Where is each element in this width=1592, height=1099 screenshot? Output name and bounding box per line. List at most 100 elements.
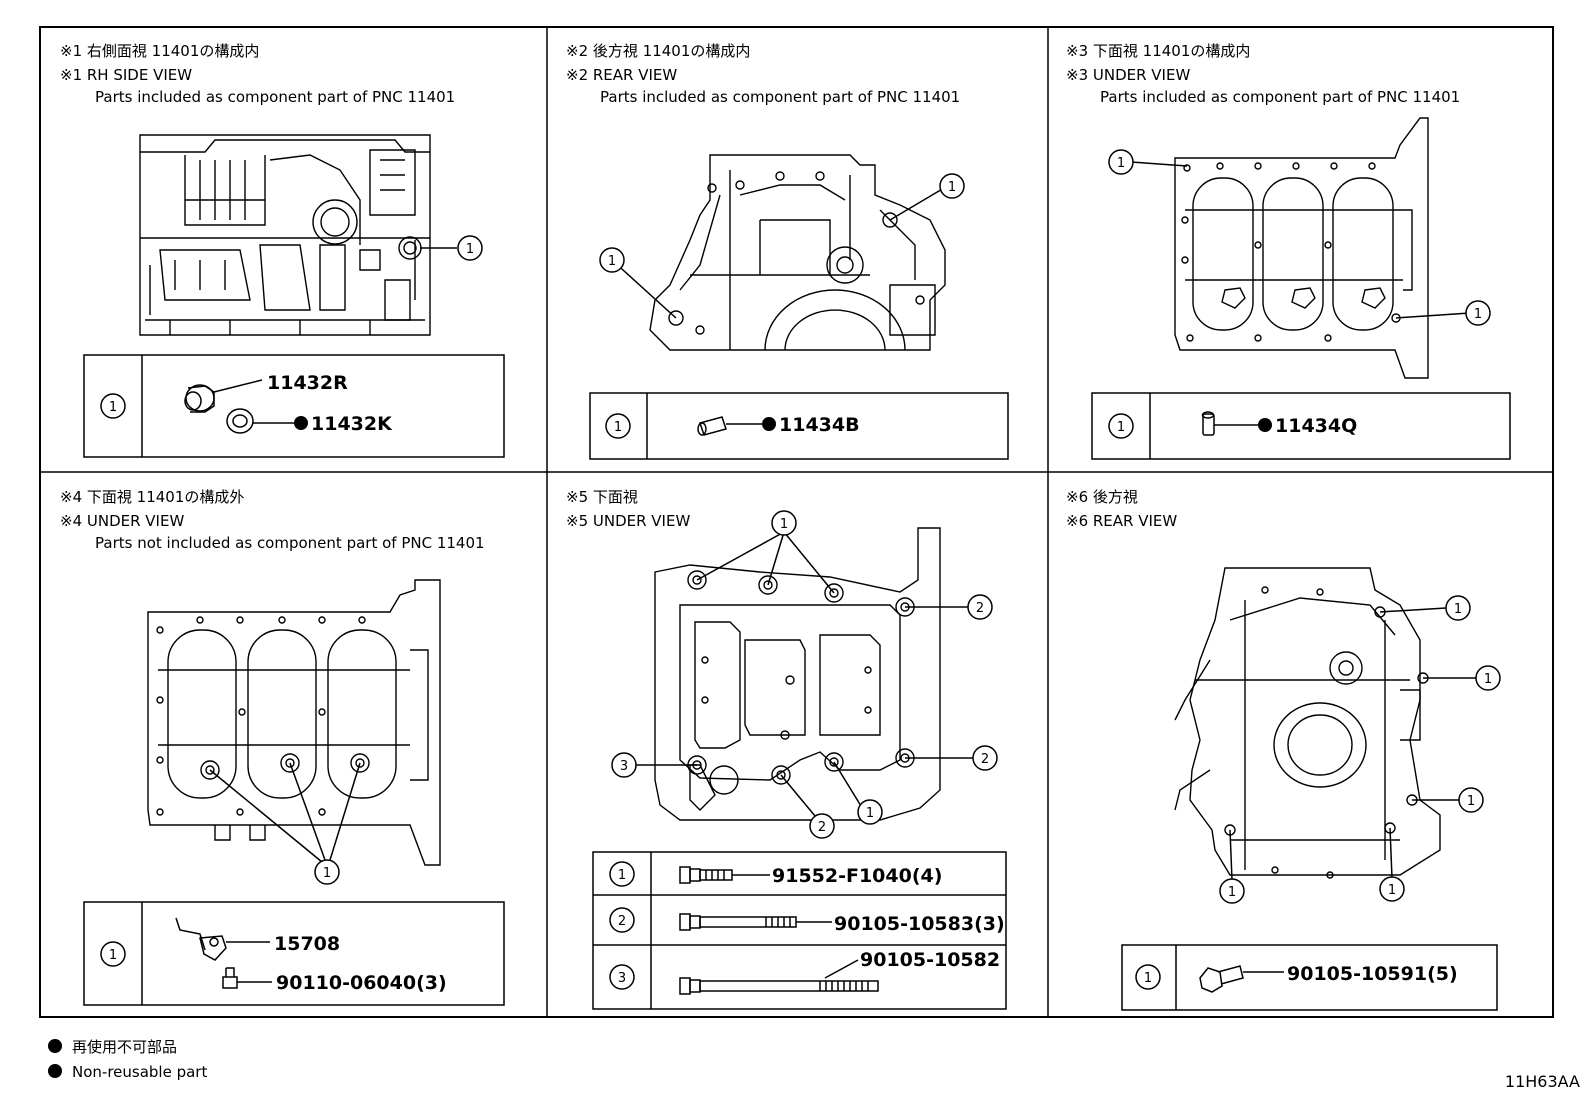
panel-4-title-en: ※4 UNDER VIEW xyxy=(60,512,184,530)
part-90110-06040: 90110-06040(3) xyxy=(276,972,447,994)
panel-6-callout-1a: 1 xyxy=(1445,595,1471,621)
legend-dot-jp xyxy=(48,1039,62,1053)
diagram-frame xyxy=(39,26,1554,1018)
legend-en: Non-reusable part xyxy=(72,1063,207,1081)
svg-text:2: 2 xyxy=(981,752,989,767)
part-11432R: 11432R xyxy=(267,372,348,394)
panel-3-table-callout: 1 xyxy=(1108,413,1134,439)
svg-text:1: 1 xyxy=(780,517,788,532)
svg-text:1: 1 xyxy=(614,420,622,435)
part-91552-F1040: 91552-F1040(4) xyxy=(772,865,942,887)
svg-text:1: 1 xyxy=(1144,971,1152,986)
legend-dot-en xyxy=(48,1064,62,1078)
nonreusable-dot xyxy=(762,417,776,431)
panel-5-table-callout-1: 1 xyxy=(609,861,635,887)
plug-icon xyxy=(184,384,215,413)
svg-text:3: 3 xyxy=(620,759,628,774)
svg-text:2: 2 xyxy=(618,914,626,929)
svg-text:1: 1 xyxy=(466,242,474,257)
panel-3: ※3 下面視 11401の構成内 ※3 UNDER VIEW Parts inc… xyxy=(1066,42,1511,460)
dowel-pin-icon xyxy=(1201,411,1215,436)
panel-1: ※1 右側面視 11401の構成内 ※1 RH SIDE VIEW Parts … xyxy=(60,42,505,458)
svg-text:2: 2 xyxy=(976,601,984,616)
panel-2-note: Parts included as component part of PNC … xyxy=(600,88,960,106)
panel-4-engine-under-drawing xyxy=(147,579,441,866)
panel-3-note: Parts included as component part of PNC … xyxy=(1100,88,1460,106)
panel-2: ※2 後方視 11401の構成内 ※2 REAR VIEW Parts incl… xyxy=(566,42,1009,460)
part-11432K: 11432K xyxy=(311,413,393,435)
panel-6: ※6 後方視 ※6 REAR VIEW xyxy=(1066,488,1501,1011)
nonreusable-dot xyxy=(1258,418,1272,432)
svg-text:3: 3 xyxy=(618,971,626,986)
panel-5-callout-bottom-1: 1 xyxy=(857,799,883,825)
panel-3-engine-under-drawing xyxy=(1174,117,1429,379)
panel-3-callout-top: 1 xyxy=(1108,149,1134,175)
dowel-pin-icon xyxy=(697,416,727,436)
svg-text:1: 1 xyxy=(618,868,626,883)
panel-6-callout-1e: 1 xyxy=(1379,876,1405,902)
svg-text:1: 1 xyxy=(948,180,956,195)
part-11434B: 11434B xyxy=(779,414,860,436)
panel-6-title-en: ※6 REAR VIEW xyxy=(1066,512,1177,530)
panel-2-engine-rear-drawing xyxy=(649,154,946,351)
svg-text:1: 1 xyxy=(1474,307,1482,322)
panel-3-title-jp: ※3 下面視 11401の構成内 xyxy=(1066,42,1250,60)
svg-text:1: 1 xyxy=(866,806,874,821)
panel-5-table-callout-3: 3 xyxy=(609,964,635,990)
part-11434Q: 11434Q xyxy=(1275,415,1357,437)
panel-4-title-jp: ※4 下面視 11401の構成外 xyxy=(60,488,244,506)
panel-4-callout: 1 xyxy=(314,859,340,885)
sensor-icon xyxy=(175,917,227,961)
svg-text:1: 1 xyxy=(1484,672,1492,687)
bolt-icon xyxy=(222,967,238,989)
flange-bolt-longest-icon xyxy=(679,977,879,995)
panel-5-callout-bottom-2: 2 xyxy=(809,813,835,839)
panel-2-title-jp: ※2 後方視 11401の構成内 xyxy=(566,42,750,60)
panel-6-title-jp: ※6 後方視 xyxy=(1066,488,1138,506)
legend-jp: 再使用不可部品 xyxy=(72,1038,177,1056)
nonreusable-dot xyxy=(294,416,308,430)
panel-3-callout-bottom: 1 xyxy=(1465,300,1491,326)
panel-4-parts-table xyxy=(83,901,505,1006)
panel-1-table-callout: 1 xyxy=(100,393,126,419)
panel-6-engine-rear-drawing xyxy=(1174,567,1441,879)
svg-text:2: 2 xyxy=(818,820,826,835)
panel-1-note: Parts included as component part of PNC … xyxy=(95,88,455,106)
panel-1-callout-1: 1 xyxy=(457,235,483,261)
svg-text:1: 1 xyxy=(109,948,117,963)
svg-text:1: 1 xyxy=(109,400,117,415)
panel-4-table-callout: 1 xyxy=(100,941,126,967)
panel-2-parts-table xyxy=(589,392,1009,460)
part-90105-10582: 90105-10582 xyxy=(860,949,1000,971)
svg-text:1: 1 xyxy=(323,866,331,881)
panel-5-callout-left-3: 3 xyxy=(611,752,637,778)
panel-5-engine-oilpan-drawing xyxy=(654,527,941,821)
flange-bolt-icon xyxy=(1199,965,1244,993)
panel-5-callout-right-2a: 2 xyxy=(967,594,993,620)
panel-5-title-jp: ※5 下面視 xyxy=(566,488,638,506)
panel-6-parts-table xyxy=(1121,944,1498,1011)
svg-text:1: 1 xyxy=(1117,156,1125,171)
svg-text:1: 1 xyxy=(1454,602,1462,617)
panel-6-table-callout: 1 xyxy=(1135,964,1161,990)
panel-5-title-en: ※5 UNDER VIEW xyxy=(566,512,690,530)
legend: 再使用不可部品 Non-reusable part xyxy=(48,1038,207,1081)
panel-1-title-en: ※1 RH SIDE VIEW xyxy=(60,66,192,84)
part-15708: 15708 xyxy=(274,933,340,955)
panel-2-callout-right: 1 xyxy=(939,173,965,199)
svg-text:1: 1 xyxy=(1117,420,1125,435)
panel-5-parts-table xyxy=(592,851,1007,1010)
svg-text:1: 1 xyxy=(1228,885,1236,900)
panel-1-parts-table xyxy=(83,354,505,458)
illustration-code: 11H63AA xyxy=(1505,1072,1580,1091)
panel-1-title-jp: ※1 右側面視 11401の構成内 xyxy=(60,42,259,60)
panel-5: ※5 下面視 ※5 UNDER VIEW xyxy=(566,488,1007,1010)
svg-text:1: 1 xyxy=(608,254,616,269)
panel-4: ※4 下面視 11401の構成外 ※4 UNDER VIEW Parts not… xyxy=(60,488,505,1006)
part-90105-10583: 90105-10583(3) xyxy=(834,913,1005,935)
panel-2-title-en: ※2 REAR VIEW xyxy=(566,66,677,84)
svg-text:1: 1 xyxy=(1388,883,1396,898)
panel-4-note: Parts not included as component part of … xyxy=(95,534,485,552)
panel-5-table-callout-2: 2 xyxy=(609,907,635,933)
